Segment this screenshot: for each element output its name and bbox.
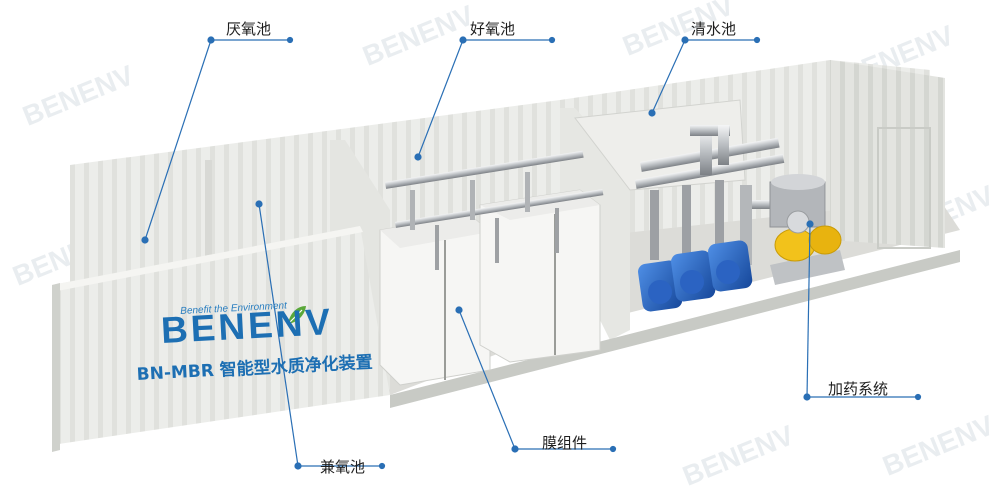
aeration-pipes xyxy=(385,150,604,270)
blue-pump xyxy=(671,250,716,302)
blue-pump xyxy=(638,260,683,312)
leaf-icon xyxy=(288,306,306,324)
membrane-module xyxy=(479,189,601,363)
dosing-base xyxy=(770,250,845,285)
callout-anoxic-tank: 兼氧池 xyxy=(320,458,366,476)
front-panel xyxy=(52,226,390,445)
partition-wall xyxy=(205,160,212,282)
callout-anaerobic-tank: 厌氧池 xyxy=(226,20,272,38)
end-door xyxy=(877,127,931,249)
brand-name: BENENV xyxy=(160,300,335,351)
process-pipes xyxy=(635,125,812,265)
callout-membrane-module: 膜组件 xyxy=(542,434,588,452)
blue-pump xyxy=(708,240,753,292)
callout-dosing-system: 加药系统 xyxy=(828,380,889,398)
floor-edge xyxy=(390,250,960,408)
end-wall xyxy=(830,60,945,248)
dosing-motor xyxy=(774,210,842,262)
callout-lines xyxy=(141,36,922,470)
callout-aerobic-tank: 好氧池 xyxy=(470,20,516,38)
callout-clear-water-tank: 清水池 xyxy=(691,20,737,38)
